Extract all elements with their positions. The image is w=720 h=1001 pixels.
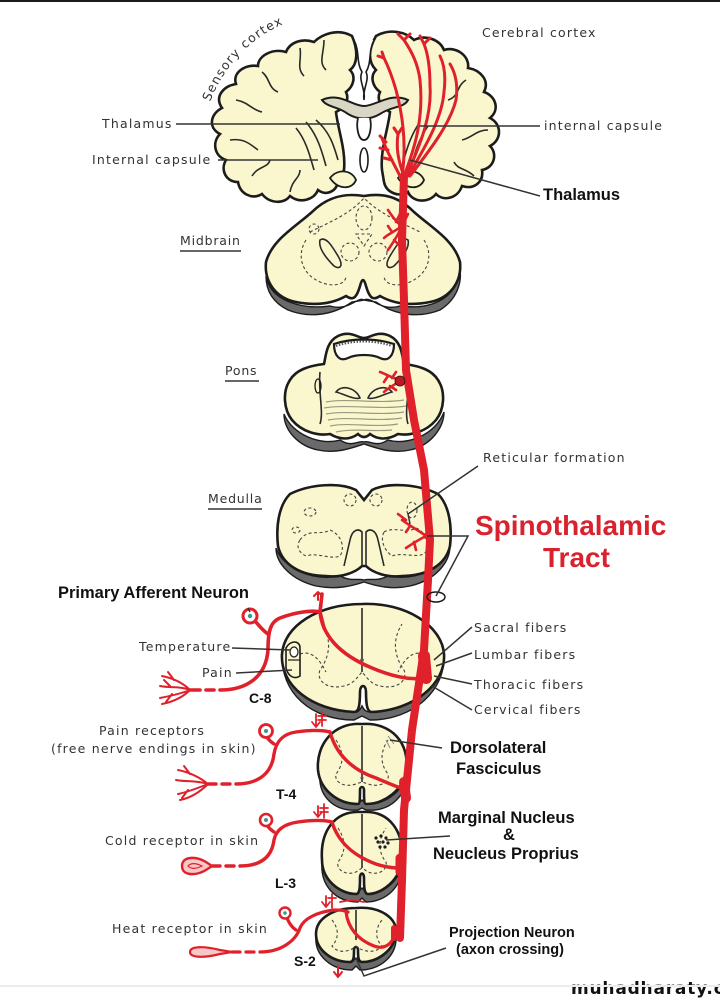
brain-coronal-section	[210, 30, 501, 204]
label-segment-l3: L-3	[275, 875, 296, 891]
label-primary-afferent-neuron: Primary Afferent Neuron	[58, 584, 249, 602]
free-nerve-ending-c8	[159, 671, 191, 705]
label-lumbar-fibers: Lumbar fibers	[474, 647, 576, 662]
label-internal-capsule-right: internal capsule	[544, 118, 663, 133]
top-border	[0, 0, 720, 2]
label-pain: Pain	[202, 665, 233, 680]
label-nucleus-proprius: Neucleus Proprius	[433, 845, 579, 863]
cold-receptor-bulb	[180, 856, 215, 876]
bottom-divider	[0, 985, 720, 987]
label-pons: Pons	[225, 363, 257, 378]
label-internal-capsule-left: Internal capsule	[92, 152, 211, 167]
label-fasciculus: Fasciculus	[456, 760, 541, 778]
label-segment-s2: S-2	[294, 953, 316, 969]
pons-section	[283, 332, 445, 453]
labels: Sensory cortex Cerebral cortex Thalamus …	[51, 13, 720, 999]
midbrain-section	[264, 193, 462, 316]
label-medulla: Medulla	[208, 491, 263, 506]
label-segment-c8: C-8	[249, 690, 272, 706]
label-cold-receptor: Cold receptor in skin	[105, 833, 259, 848]
label-pain-receptors: Pain receptors	[99, 723, 205, 738]
pontine-fibers	[323, 399, 407, 433]
label-thalamus-left: Thalamus	[101, 116, 173, 131]
label-ampersand: &	[503, 826, 515, 844]
label-heat-receptor: Heat receptor in skin	[112, 921, 268, 936]
thalamocortical-radiation	[376, 32, 459, 178]
free-nerve-ending-t4	[175, 765, 209, 801]
label-marginal-nucleus: Marginal Nucleus	[438, 809, 575, 827]
label-thalamus-right: Thalamus	[543, 186, 620, 204]
label-free-nerve-endings: (free nerve endings in skin)	[51, 741, 257, 756]
medulla-section	[275, 483, 452, 589]
label-thoracic-fibers: Thoracic fibers	[473, 677, 584, 692]
spinal-segment-c8	[280, 602, 446, 721]
spinal-segment-s2	[314, 906, 398, 971]
spinothalamic-tract	[159, 172, 446, 978]
label-axon-crossing: (axon crossing)	[456, 942, 564, 958]
ascending-tract	[396, 172, 434, 942]
label-cervical-fibers: Cervical fibers	[474, 702, 582, 717]
nucleus-dots	[374, 834, 390, 849]
label-temperature: Temperature	[138, 639, 231, 654]
label-cerebral-cortex: Cerebral cortex	[482, 25, 597, 40]
title-spinothalamic: Spinothalamic	[475, 510, 666, 541]
label-sacral-fibers: Sacral fibers	[474, 620, 567, 635]
watermark: muhadharaty.com	[571, 979, 720, 999]
label-reticular-formation: Reticular formation	[483, 450, 626, 465]
heat-receptor-bulb	[188, 946, 233, 958]
tract-ring	[426, 591, 446, 603]
title-tract: Tract	[543, 542, 610, 573]
label-segment-t4: T-4	[276, 786, 296, 802]
right-hemisphere	[368, 30, 501, 202]
corpus-callosum	[320, 96, 410, 120]
label-projection-neuron: Projection Neuron	[449, 925, 575, 941]
label-dorsolateral: Dorsolateral	[450, 739, 546, 757]
label-midbrain: Midbrain	[180, 233, 241, 248]
leader-lines	[176, 123, 541, 977]
